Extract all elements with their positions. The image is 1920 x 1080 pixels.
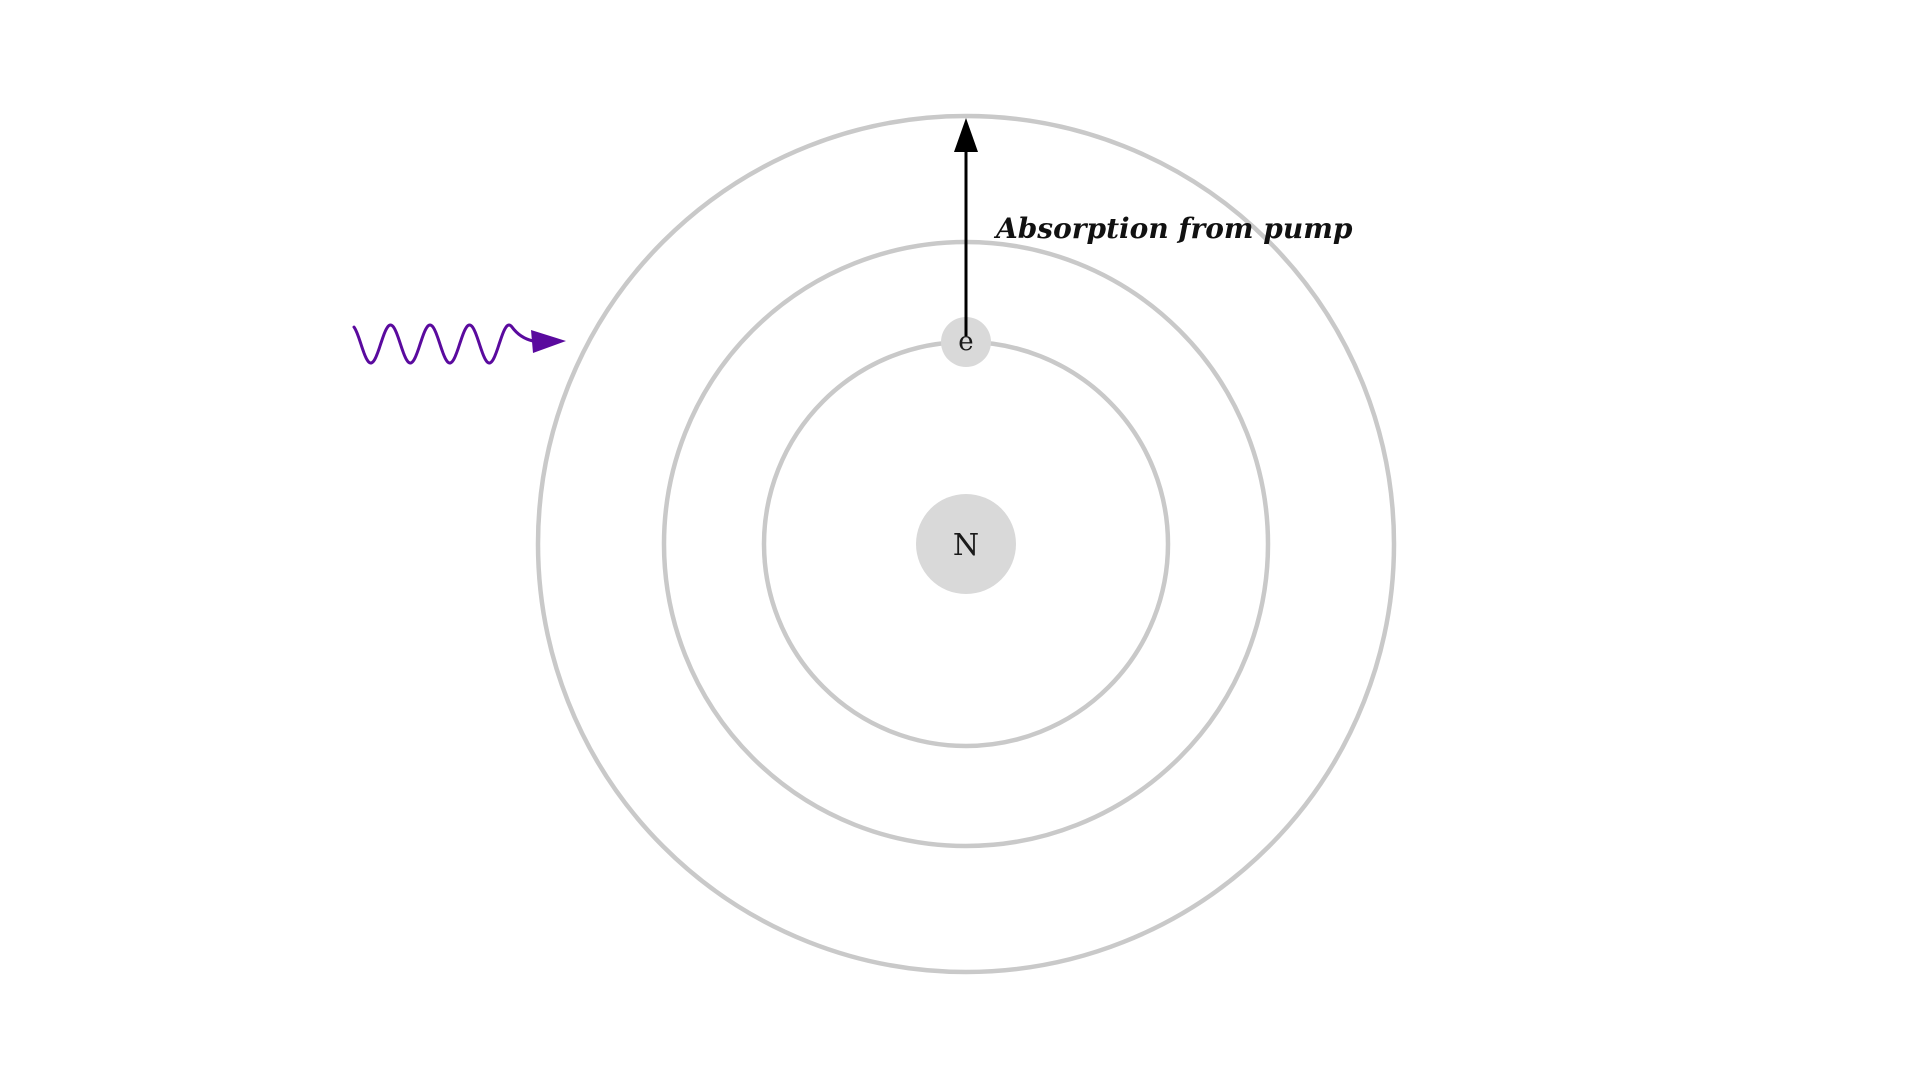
- nucleus-circle: [916, 494, 1016, 594]
- nucleus: N: [916, 494, 1016, 594]
- wavy-arrow-icon: [352, 323, 566, 365]
- photon-wave: [352, 323, 535, 365]
- nucleus-label: N: [953, 528, 979, 563]
- electron-circle: [941, 317, 991, 367]
- photon-arrow-head: [531, 330, 566, 353]
- absorption-label: Absorption from pump: [993, 212, 1353, 245]
- up-arrow-icon: [954, 118, 978, 336]
- transition-arrow-head: [954, 118, 978, 152]
- outer-orbit: [535, 113, 1397, 975]
- electron: e: [941, 317, 991, 367]
- electron-label: e: [958, 327, 973, 357]
